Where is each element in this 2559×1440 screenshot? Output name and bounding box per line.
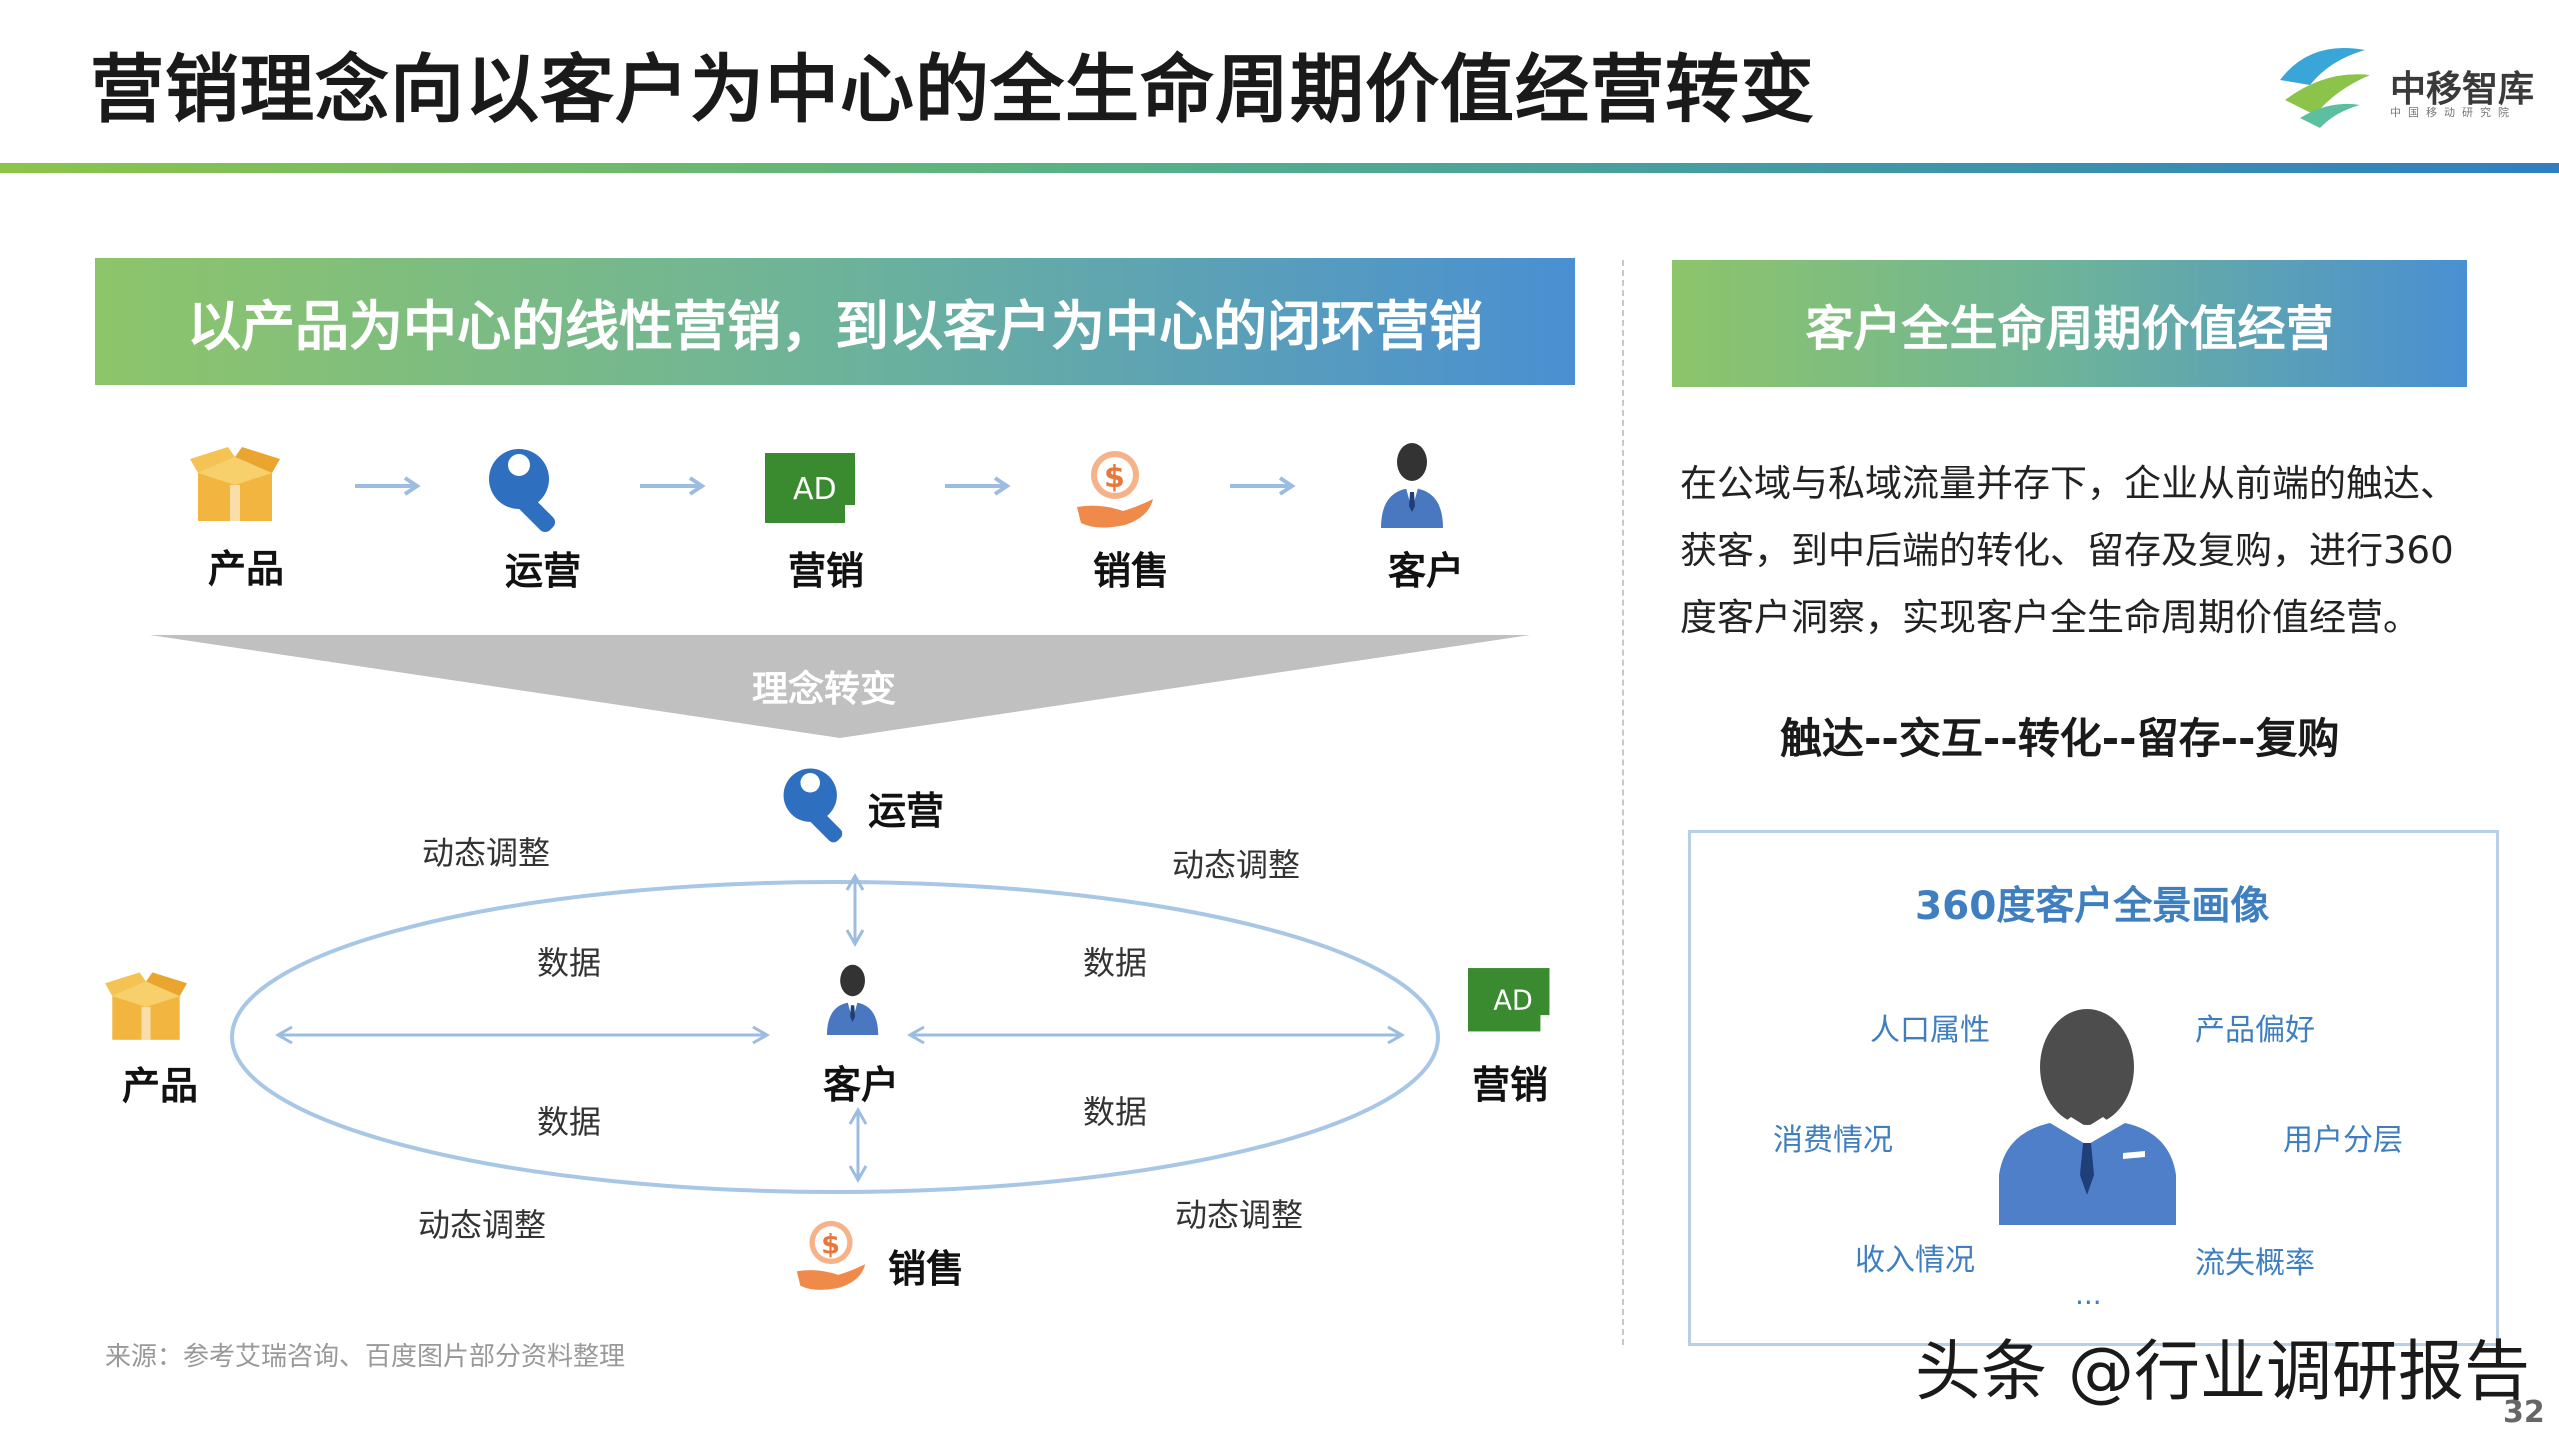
right-banner: 客户全生命周期价值经营	[1672, 260, 2467, 387]
funnel-label: 理念转变	[752, 669, 897, 710]
portrait-person-icon	[1995, 1005, 2180, 1234]
cycle-marketing-label: 营销	[1472, 1063, 1549, 1107]
data-label-upper-right: 数据	[1083, 944, 1148, 982]
column-divider	[1622, 260, 1624, 1345]
adjust-label-top-right: 动态调整	[1172, 846, 1301, 884]
portrait-title: 360度客户全景画像	[1915, 884, 2270, 929]
tag-demographics: 人口属性	[1870, 1013, 1990, 1048]
cycle-ad-icon: AD	[1468, 968, 1554, 1040]
logo-mark-icon	[2270, 30, 2380, 130]
data-label-lower-left: 数据	[537, 1103, 602, 1141]
svg-text:AD: AD	[793, 472, 837, 507]
left-banner: 以产品为中心的线性营销，到以客户为中心的闭环营销	[95, 258, 1575, 385]
logo-subtitle: 中国移动研究院	[2390, 106, 2516, 119]
step-operation-label: 运营	[505, 549, 582, 593]
box-icon	[190, 445, 280, 529]
cycle-product-label: 产品	[122, 1064, 199, 1108]
tag-user-segment: 用户分层	[2283, 1123, 2403, 1158]
right-banner-text: 客户全生命周期价值经营	[1805, 300, 2334, 357]
logo-name: 中移智库	[2390, 69, 2535, 110]
tag-ellipsis: ...	[2075, 1278, 2102, 1311]
cycle-diagram	[230, 872, 1440, 1194]
step-marketing-label: 营销	[788, 549, 865, 593]
svg-text:AD: AD	[1493, 986, 1532, 1017]
cycle-box-icon	[105, 970, 187, 1048]
tag-churn-probability: 流失概率	[2195, 1246, 2315, 1281]
adjust-label-bottom-left: 动态调整	[418, 1206, 547, 1244]
header-divider	[0, 163, 2559, 173]
cycle-customer-icon	[822, 962, 884, 1041]
data-label-upper-left: 数据	[537, 944, 602, 982]
cycle-operation-label: 运营	[868, 789, 945, 833]
page-number: 32	[2503, 1395, 2545, 1430]
svg-text:$: $	[821, 1229, 840, 1260]
source-note: 来源：参考艾瑞咨询、百度图片部分资料整理	[105, 1342, 626, 1372]
step-sales-label: 销售	[1093, 549, 1170, 593]
tag-income: 收入情况	[1855, 1243, 1975, 1278]
cycle-sales-label: 销售	[888, 1247, 965, 1291]
cycle-wrench-icon	[780, 765, 860, 849]
cycle-coin-hand-icon: $	[795, 1215, 867, 1301]
svg-text:$: $	[1104, 460, 1125, 495]
cycle-customer-label: 客户	[823, 1063, 900, 1107]
lifecycle-chain: 触达--交互--转化--留存--复购	[1780, 714, 2340, 763]
step-customer-label: 客户	[1388, 549, 1465, 593]
adjust-label-bottom-right: 动态调整	[1175, 1196, 1304, 1234]
wrench-icon	[485, 445, 575, 539]
coin-hand-icon: $	[1075, 445, 1155, 539]
ad-icon: AD	[765, 453, 860, 532]
customer-icon	[1375, 440, 1450, 534]
page-title: 营销理念向以客户为中心的全生命周期价值经营转变	[90, 47, 1815, 133]
adjust-label-top-left: 动态调整	[422, 834, 551, 872]
tag-product-preference: 产品偏好	[2195, 1013, 2315, 1048]
left-banner-text: 以产品为中心的线性营销，到以客户为中心的闭环营销	[187, 295, 1483, 358]
linear-flow-arrows	[355, 476, 1296, 496]
funnel-shape	[150, 635, 1530, 738]
data-label-lower-right: 数据	[1083, 1093, 1148, 1131]
watermark: 头条 @行业调研报告	[1915, 1333, 2530, 1410]
tag-consumption: 消费情况	[1773, 1123, 1893, 1158]
step-product-label: 产品	[208, 547, 285, 591]
description-paragraph: 在公域与私域流量并存下，企业从前端的触达、获客，到中后端的转化、留存及复购，进行…	[1680, 462, 2457, 639]
